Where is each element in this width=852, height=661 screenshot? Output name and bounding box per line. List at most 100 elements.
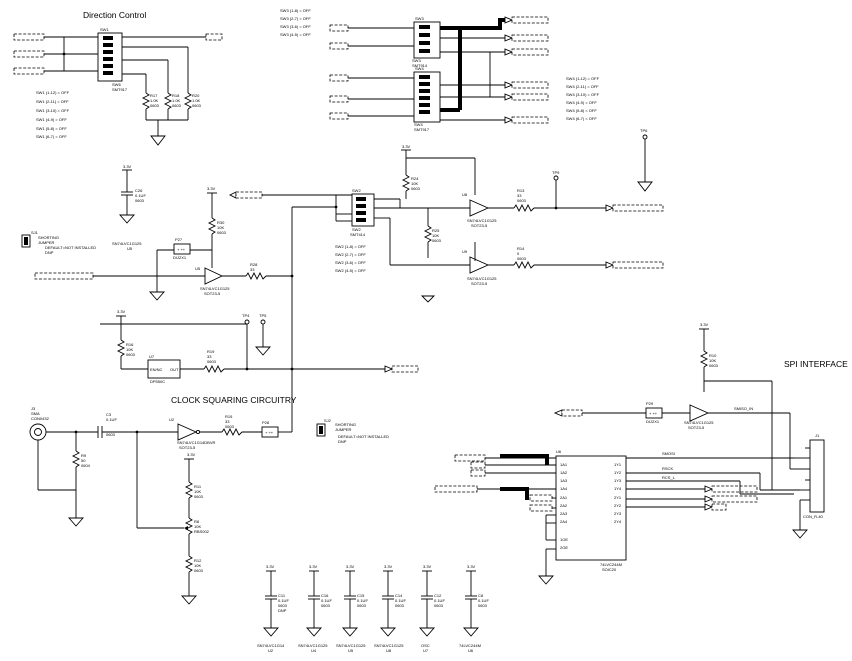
u7-pin-en: EN/NC xyxy=(150,367,163,372)
sw3-note-1: SW3 (1-8) = OFF xyxy=(280,8,311,13)
p27-part: DIJ2X1 xyxy=(173,255,187,260)
decap-rail: 3.3V xyxy=(467,564,476,569)
u6-in-connector-5 xyxy=(529,494,553,502)
sw2-note-2: SW2 (2-7) = OFF xyxy=(335,252,366,257)
u6-in-connector-2 xyxy=(470,461,486,469)
c26-block: 3.3V C26 0.1UF 0603 xyxy=(119,164,146,224)
svg-text:2A3: 2A3 xyxy=(560,511,568,516)
sw4-in-connector-2 xyxy=(329,95,349,103)
r10-rail: 3.3V xyxy=(700,322,709,327)
spi-interface-heading: SPI INTERFACE xyxy=(784,359,848,369)
ground-symbol xyxy=(181,595,197,605)
r13-pkg: 0603 xyxy=(517,198,527,203)
sw4-ref: SW4 xyxy=(415,66,424,71)
decap-ref: C14 xyxy=(395,593,403,598)
r14-ref: R14 xyxy=(517,246,525,251)
r8-ref: R8 xyxy=(194,519,200,524)
u6-part: 74LVC244M xyxy=(600,562,622,567)
r25-pkg: 0603 xyxy=(432,238,442,243)
sw1-in-connector-2 xyxy=(13,50,45,58)
u6-ref: U6 xyxy=(556,449,562,454)
osc-out-connector xyxy=(391,365,419,373)
decap-for: SN74LVC1G125 xyxy=(374,643,404,648)
r12-val: 10K xyxy=(194,563,201,568)
r10-pkg: 0603 xyxy=(709,363,719,368)
sw1-block: SW1 SW6 SMT917 R17 1.0K 0603 R18 1.0K 06… xyxy=(13,27,223,146)
r24-rail: 3.3V xyxy=(402,144,411,149)
sw3-out-connector-1 xyxy=(511,16,549,24)
sw1-part: SW6 xyxy=(112,82,121,87)
r10-ref: R10 xyxy=(709,353,717,358)
sw3-out-connector-3 xyxy=(511,48,549,56)
spi-in-connector xyxy=(561,409,583,417)
ground-symbol xyxy=(380,627,396,637)
decap-val: 0.1UF xyxy=(478,598,489,603)
decap-ref: C12 xyxy=(434,593,442,598)
ground-symbol xyxy=(419,627,435,637)
sw4-out-connector-3 xyxy=(511,116,549,124)
sw1-in-connector-3 xyxy=(13,67,45,75)
r15-pkg: 0603 xyxy=(225,424,235,429)
decap-u: U5 xyxy=(348,648,354,653)
sw2-note-3: SW2 (3-6) = OFF xyxy=(335,260,366,265)
sw4-note-5: SW4 (5-8) = OFF xyxy=(566,108,597,113)
tp6-block: TP6 xyxy=(637,128,653,192)
decap-val: 0.1UF xyxy=(321,598,332,603)
r11-pkg: 0603 xyxy=(194,494,204,499)
u5-ref-top: U5 xyxy=(127,246,133,251)
ground-symbol xyxy=(255,346,271,356)
u10-part: SN74LVC1G125 xyxy=(684,420,714,425)
r15-ref: R15 xyxy=(225,414,233,419)
u6-in-connector-6 xyxy=(529,504,553,512)
r16-val: 10K xyxy=(126,347,133,352)
net-rcs-l: RCS_L xyxy=(662,475,676,480)
sw1-note-6: SW1 (6-7) = OFF xyxy=(36,134,67,139)
sw4-ref-below: SW4 xyxy=(414,122,423,127)
decap-c14: 3.3V C14 0.1UF 0603 SN74LVC1G125 U8 xyxy=(374,564,406,653)
r13-ref: R13 xyxy=(517,188,525,193)
decap-dnp: DNP xyxy=(278,608,287,613)
ground-symbol xyxy=(342,627,358,637)
decap-rail: 3.3V xyxy=(384,564,393,569)
svg-text:1Y4: 1Y4 xyxy=(614,486,622,491)
r24-val: 10K xyxy=(411,181,418,186)
ground-symbol xyxy=(538,575,554,585)
svg-text:2OE: 2OE xyxy=(560,545,568,550)
r13-val: 33 xyxy=(517,193,522,198)
svg-text:2A1: 2A1 xyxy=(560,495,568,500)
decap-ref: C15 xyxy=(357,593,365,598)
legend2-ref: SJ2 xyxy=(324,418,332,423)
u9-buffer xyxy=(469,256,490,274)
decap-ref: C8 xyxy=(478,593,484,598)
svg-text:1OE: 1OE xyxy=(560,537,568,542)
sw4-note-4: SW4 (4-9) = OFF xyxy=(566,100,597,105)
r17-pkg: 0603 xyxy=(150,103,160,108)
legend2-line3: DEFAULT=NOT INSTALLED xyxy=(338,434,389,439)
u5-pkg: SOT23-5 xyxy=(204,291,221,296)
ground-symbol xyxy=(420,295,436,303)
c3-pkg: 0603 xyxy=(106,432,116,437)
sw3-in-connector-2 xyxy=(329,42,349,50)
r9-val: 50 xyxy=(81,458,86,463)
u10-pkg: SOT23-5 xyxy=(688,425,705,430)
net-smiso-in: SMISO_IN xyxy=(734,406,753,411)
r25-ref: R25 xyxy=(432,228,440,233)
sw2-ref: SW2 xyxy=(352,188,361,193)
decap-pkg: 0603 xyxy=(395,603,405,608)
decap-val: 0.1UF xyxy=(395,598,406,603)
u7-ref: U7 xyxy=(149,354,155,359)
r19-pkg: 0603 xyxy=(207,359,217,364)
sw1-model: SMT917 xyxy=(112,87,128,92)
c26-rail: 3.3V xyxy=(123,164,132,169)
sw2-block: SW2 SW2 SMT414 SW2 (1-8) = OFF SW2 (2-7)… xyxy=(228,144,664,400)
p28-ref: P28 xyxy=(262,420,270,425)
decap-pkg: 0603 xyxy=(278,603,288,608)
svg-text:2A4: 2A4 xyxy=(560,519,568,524)
u6-out-connector-1 xyxy=(711,485,758,493)
svg-text:2Y1: 2Y1 xyxy=(614,495,622,500)
sw3-note-4: SW3 (4-5) = OFF xyxy=(280,32,311,37)
ground-symbol xyxy=(263,627,279,637)
j1-connector xyxy=(809,439,825,513)
jumper-legend-1: SJ1 SHORTING JUMPER DEFAULT=NOT INSTALLE… xyxy=(21,230,96,255)
u9-out-connector xyxy=(612,261,664,269)
